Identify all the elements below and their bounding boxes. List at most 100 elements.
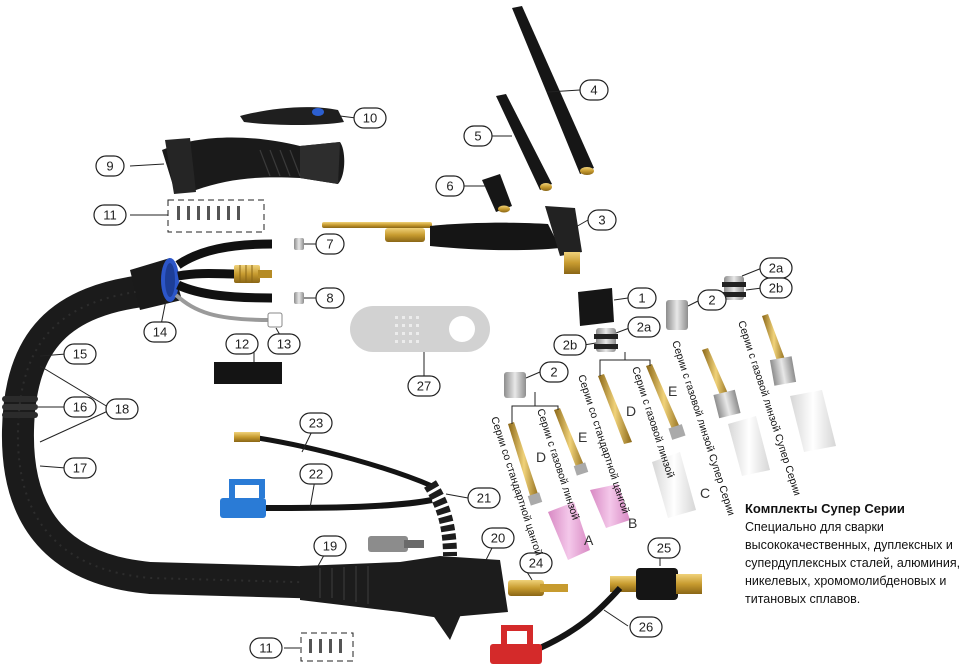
medium-back-cap <box>496 94 552 191</box>
screw-set-top <box>167 199 265 233</box>
callout-label-c2b: 2b <box>769 281 783 296</box>
gas-hose-23 <box>257 435 433 489</box>
callout-c2a: 2a <box>627 316 661 338</box>
callout-c11: 11 <box>249 637 283 659</box>
adapter-cable-26 <box>538 585 623 651</box>
callout-label-c23: 23 <box>309 416 323 431</box>
kit-letter-e-mid: E <box>668 383 677 399</box>
callout-label-c11: 11 <box>259 641 273 656</box>
collet-body-std-mid <box>598 374 632 444</box>
callout-c1: 1 <box>627 287 657 309</box>
power-adapter <box>610 568 702 600</box>
adjustment-tool <box>350 306 490 352</box>
callout-c26: 26 <box>629 616 663 638</box>
leader-lines <box>38 89 763 649</box>
short-back-cap <box>482 174 512 213</box>
callout-label-c4: 4 <box>590 83 597 98</box>
kit-brackets <box>511 352 651 424</box>
callout-c6: 6 <box>435 175 465 197</box>
switch-cover <box>240 107 344 125</box>
ceramic-cup-c2 <box>728 416 770 476</box>
callout-label-c8: 8 <box>326 291 333 306</box>
blue-plug <box>220 479 266 518</box>
brass-nipple <box>508 580 568 596</box>
callout-c23: 23 <box>299 412 333 434</box>
hose-rings <box>2 396 38 418</box>
control-cable-22 <box>261 497 433 511</box>
callout-c16: 16 <box>63 396 97 418</box>
callout-c20: 20 <box>481 527 515 549</box>
callout-label-c2a: 2a <box>637 320 652 335</box>
collet-body-gas-left <box>554 408 589 476</box>
super-collet-1 <box>702 348 741 419</box>
super-collet-2 <box>762 314 797 386</box>
callout-label-c2b: 2b <box>563 338 577 353</box>
collet-body-gas-mid <box>646 364 686 440</box>
callout-c4: 4 <box>579 79 609 101</box>
callout-c13: 13 <box>267 333 301 355</box>
kit-letter-a: A <box>584 532 594 548</box>
callout-label-c14: 14 <box>153 325 167 340</box>
nut-8 <box>294 292 304 304</box>
callout-label-c16: 16 <box>73 400 87 415</box>
ceramic-cup-super <box>790 390 836 452</box>
callout-label-c6: 6 <box>446 179 453 194</box>
callout-c25: 25 <box>647 537 681 559</box>
ceramic-cup-a <box>548 502 590 560</box>
callout-c7: 7 <box>315 233 345 255</box>
callout-c17: 17 <box>63 457 97 479</box>
callout-c2b: 2b <box>553 334 587 356</box>
callout-c2: 2 <box>539 361 569 383</box>
gasket-set-2b-right <box>722 276 746 300</box>
callout-label-c12: 12 <box>235 337 249 352</box>
ceramic-cup-c1 <box>652 452 696 518</box>
torch-head <box>322 206 582 274</box>
callout-label-c1: 1 <box>638 291 645 306</box>
collet-body-std-left <box>508 422 543 506</box>
callout-c27: 27 <box>407 375 441 397</box>
switch-connector <box>267 312 283 328</box>
callout-label-c15: 15 <box>73 347 87 362</box>
callout-label-c26: 26 <box>639 620 653 635</box>
heat-shield <box>578 288 614 326</box>
callout-label-c2: 2 <box>550 365 557 380</box>
kit-letter-d-mid: D <box>626 403 636 419</box>
callout-label-c7: 7 <box>326 237 333 252</box>
callout-c14: 14 <box>143 321 177 343</box>
callout-c22: 22 <box>299 463 333 485</box>
callout-c19: 19 <box>313 535 347 557</box>
collet-body-2-right <box>666 300 688 330</box>
callout-label-c17: 17 <box>73 461 87 476</box>
callout-label-c10: 10 <box>363 111 377 126</box>
kit-letter-c: C <box>700 485 710 501</box>
kit-letter-b: B <box>628 515 637 531</box>
blue-ring-coupler <box>130 258 182 310</box>
grey-connector <box>368 536 424 552</box>
nut-7 <box>294 238 304 250</box>
collet-body-2-left <box>504 372 526 398</box>
power-cable-fitting <box>234 265 272 283</box>
callout-label-c20: 20 <box>491 531 505 546</box>
gasket-set-2a-center <box>594 328 618 352</box>
callout-label-c25: 25 <box>657 541 671 556</box>
callout-c5: 5 <box>463 125 493 147</box>
callout-c2b: 2b <box>759 277 793 299</box>
screw-set-bottom <box>300 632 354 662</box>
callout-c18: 18 <box>105 398 139 420</box>
super-series-info: Комплекты Супер Серии Специально для сва… <box>745 500 965 608</box>
callout-label-c19: 19 <box>323 539 337 554</box>
kit-letter-e-left: E <box>578 429 587 445</box>
callout-c15: 15 <box>63 343 97 365</box>
ceramic-cup-b <box>590 484 630 528</box>
spring-guard <box>424 480 457 557</box>
callout-c8: 8 <box>315 287 345 309</box>
insulation-sleeve <box>214 362 282 384</box>
central-connector <box>300 556 508 640</box>
torch-handle <box>162 137 345 194</box>
info-title: Комплекты Супер Серии <box>745 501 905 516</box>
kit-letter-d-left: D <box>536 449 546 465</box>
red-plug <box>490 625 542 664</box>
callout-label-c2: 2 <box>708 293 715 308</box>
callout-label-c11: 11 <box>103 208 117 223</box>
